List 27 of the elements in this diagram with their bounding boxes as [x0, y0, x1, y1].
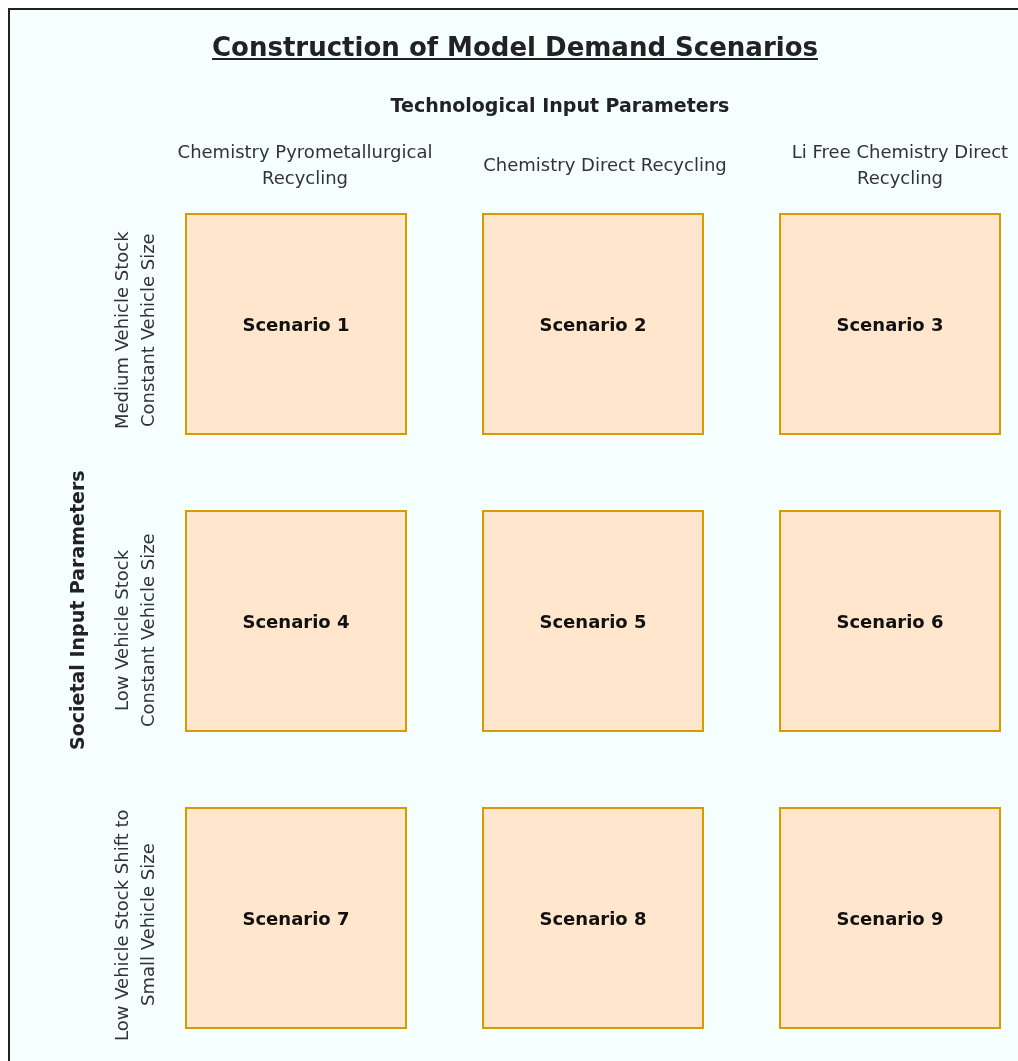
- scenario-label: Scenario 3: [836, 313, 944, 335]
- scenario-box: [185, 807, 407, 1029]
- column-header: Li Free Chemistry Direct Recycling: [790, 140, 1010, 190]
- scenario-box: [482, 213, 704, 435]
- scenario-label: Scenario 1: [242, 313, 350, 335]
- scenario-box: [482, 807, 704, 1029]
- scenario-box: [482, 510, 704, 732]
- scenario-label: Scenario 9: [836, 907, 944, 929]
- diagram-title: Construction of Model Demand Scenarios: [211, 32, 819, 62]
- scenario-label: Scenario 4: [242, 610, 350, 632]
- scenario-label: Scenario 7: [242, 907, 350, 929]
- scenario-label: Scenario 5: [539, 610, 647, 632]
- column-header: Chemistry Direct Recycling: [482, 153, 728, 177]
- axis-heading: Technological Input Parameters: [389, 93, 731, 118]
- scenario-box: [185, 213, 407, 435]
- axis-heading: Societal Input Parameters: [65, 469, 89, 752]
- scenario-label: Scenario 6: [836, 610, 944, 632]
- row-header: Low Vehicle Stock Shift to Small Vehicle Size: [110, 808, 159, 1043]
- scenario-box: [779, 213, 1001, 435]
- scenario-box: [779, 807, 1001, 1029]
- scenario-box: [779, 510, 1001, 732]
- scenario-label: Scenario 8: [539, 907, 647, 929]
- row-header: Low Vehicle Stock Constant Vehicle Size: [110, 532, 159, 729]
- column-header: Chemistry Pyrometallurgical Recycling: [176, 140, 434, 190]
- scenario-label: Scenario 2: [539, 313, 647, 335]
- row-header: Medium Vehicle Stock Constant Vehicle Size: [110, 230, 159, 431]
- scenario-box: [185, 510, 407, 732]
